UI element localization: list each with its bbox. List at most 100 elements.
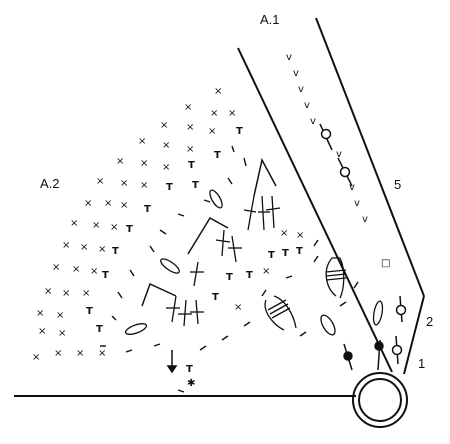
ht-symbol: × [280,228,288,239]
ht-symbol: T [212,292,219,303]
sc-symbol: × [186,122,194,133]
sc-symbol: × [36,308,44,319]
ht-symbol: T [86,306,93,317]
a1-left-edge [237,47,393,373]
ht-symbol: T [268,250,275,261]
sc-symbol: × [162,140,170,151]
ht-symbol: T [186,364,193,375]
ht-symbol: T [112,246,119,257]
sc-symbol: × [54,348,62,359]
ht-symbol: T [192,180,199,191]
chain-symbol: v [362,214,368,225]
chain-symbol: v [286,52,292,63]
start-marker [166,350,178,374]
sc-symbol: × [160,120,168,131]
sc-symbol: × [210,108,218,119]
chain-symbol: v [336,149,342,160]
chain-symbol: v [293,68,299,79]
a2-single-crochet-grid: × × × × × × × × × × × × × × × × × × × × … [32,86,236,363]
picot-circle [391,344,403,356]
chart-outline [14,17,425,397]
sc-symbol: × [116,156,124,167]
sc-symbol: × [52,262,60,273]
v-fans [141,157,277,307]
sc-symbol: × [92,220,100,231]
label-round-5: 5 [394,177,401,192]
sc-symbol: × [186,144,194,155]
chain-symbol: v [298,84,304,95]
picot-circle [339,166,351,178]
sc-symbol: × [84,198,92,209]
sc-symbol: × [98,348,106,359]
sc-symbol: × [162,162,170,173]
slip-stitches [343,339,384,371]
sc-symbol: × [76,348,84,359]
sc-symbol: × [138,136,146,147]
pineapple-clusters [264,257,347,331]
sc-symbol: × [90,266,98,277]
sc-symbol: × [98,244,106,255]
sc-symbol: × [184,102,192,113]
ht-symbol: T [188,160,195,171]
ht-symbol: T [96,324,103,335]
sc-symbol: × [62,240,70,251]
ht-symbol: T [214,150,221,161]
ht-symbol: T [236,126,243,137]
ht-symbol: T [282,248,289,259]
ht-symbol: T [126,224,133,235]
ht-symbol: T [144,204,151,215]
sc-symbol: × [120,200,128,211]
chain-loops [124,189,384,336]
sc-symbol: × [140,158,148,169]
sc-symbol: × [62,288,70,299]
sc-symbol: × [96,176,104,187]
picot-circle [320,128,332,140]
small-square-symbol: □ [381,258,390,269]
slip-stitch-dot [374,341,384,351]
slip-stitch-dot [343,351,353,361]
ht-symbol: T [166,182,173,193]
a2-half-treble-stitches: T T T T T T T T T T T T T T T T T T × × … [86,126,304,375]
chain-symbol: v [349,182,355,193]
ht-symbol: × [234,302,242,313]
ht-symbol: × [262,266,270,277]
sc-symbol: × [110,222,118,233]
sc-symbol: × [214,86,222,97]
magic-ring [352,372,408,428]
sc-symbol: × [228,108,236,119]
sc-symbol: × [82,288,90,299]
sc-symbol: × [56,310,64,321]
a1-bottom-edge [403,295,425,375]
picot-circle [395,304,407,316]
label-round-1: 1 [418,356,425,371]
sc-symbol: × [32,352,40,363]
ht-symbol: T [296,246,303,257]
ht-symbol: T [102,270,109,281]
a1-picots [319,123,407,365]
sc-symbol: × [38,326,46,337]
chain-symbol: v [304,100,310,111]
ht-symbol: T [246,270,253,281]
sc-symbol: × [70,218,78,229]
sc-symbol: × [208,126,216,137]
label-round-2: 2 [426,314,433,329]
label-a2: A.2 [40,176,60,191]
chain-dashes [100,145,359,393]
chain-symbol: v [354,198,360,209]
a1-chain-column: v v v v v v v v v □ [286,52,390,269]
sc-symbol: × [72,264,80,275]
sc-symbol: × [80,242,88,253]
a1-right-edge [315,17,425,297]
label-a1: A.1 [260,12,280,27]
sc-symbol: × [140,180,148,191]
treble-stitches [166,195,281,327]
star-marker: ✱ [187,378,195,389]
sc-symbol: × [44,286,52,297]
ht-symbol: T [226,272,233,283]
sc-symbol: × [58,328,66,339]
sc-symbol: × [104,198,112,209]
ht-symbol: × [296,230,304,241]
chain-symbol: v [310,116,316,127]
sc-symbol: × [120,178,128,189]
